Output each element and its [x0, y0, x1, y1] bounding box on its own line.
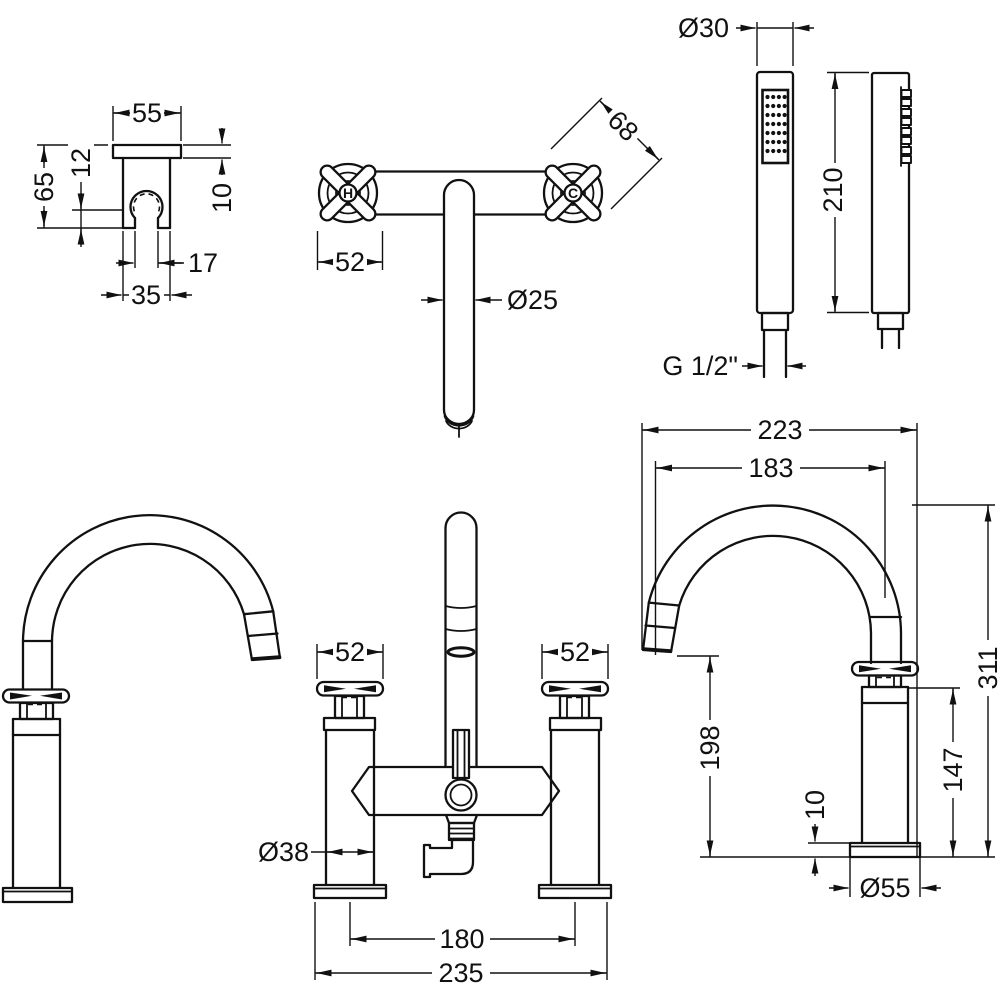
- spout-plan: [442, 178, 476, 426]
- view-handset: Ø30 210 G 1/2": [662, 13, 912, 381]
- mixer-body-bar: [350, 765, 561, 817]
- dim-front-column-diameter: Ø38: [258, 837, 309, 867]
- bracket-plate: [111, 143, 183, 160]
- view-side-right: 223 183 311 198 147: [641, 415, 1000, 903]
- bracket-hidden-circle: [132, 193, 161, 212]
- view-side-left: [1, 514, 282, 904]
- spout-outlet-front: [446, 646, 476, 658]
- dim-front-overall-width: 235: [438, 958, 483, 988]
- dim-side-base-diameter: Ø55: [859, 873, 910, 903]
- dim-handset-length: 210: [818, 167, 848, 212]
- bracket-hook: [129, 189, 164, 220]
- dim-bracket-width: 55: [132, 98, 162, 128]
- handset-spray-nozzles: [765, 94, 787, 154]
- hose-outlet-elbow: [422, 838, 475, 879]
- handset-side-nozzles: [900, 89, 912, 164]
- spout-outlet-face: [250, 655, 282, 661]
- hot-handle: H: [317, 162, 379, 224]
- dim-front-left-handle-width: 52: [335, 637, 365, 667]
- cold-indicator: C: [568, 185, 578, 201]
- base-flange-side-right: [848, 841, 922, 859]
- dim-bracket-plate-thickness: 10: [207, 183, 237, 213]
- dim-front-tap-centres: 180: [439, 924, 484, 954]
- dim-plan-handle-diagonal: 68: [602, 105, 644, 147]
- view-wall-bracket: 55 65 12 10 17: [29, 98, 237, 310]
- dim-side-overall-reach: 223: [757, 415, 802, 445]
- dim-plan-handle-width: 52: [335, 247, 365, 277]
- dim-side-spout-outlet-height: 198: [695, 725, 725, 770]
- view-plan: H C 52 68 Ø25: [316, 97, 663, 438]
- handset-spray-face: [761, 88, 790, 165]
- dim-bracket-height: 65: [29, 172, 59, 202]
- cold-handle: C: [542, 162, 604, 224]
- dim-bracket-body-width: 35: [131, 280, 161, 310]
- base-flange-left-view: [1, 886, 74, 904]
- spout-gooseneck-right: [641, 504, 903, 665]
- dim-side-overall-height: 311: [973, 646, 1000, 689]
- dim-handset-head-diameter: Ø30: [678, 13, 729, 43]
- dim-plan-spout-diameter: Ø25: [507, 285, 558, 315]
- handset-front-nut: [760, 311, 790, 332]
- hot-indicator: H: [343, 185, 353, 201]
- handset-side-nut: [876, 311, 905, 331]
- diverter-stem: [451, 728, 471, 780]
- spout-gooseneck-left: [21, 514, 282, 690]
- dim-side-column-height: 147: [938, 747, 968, 792]
- view-front: 52 52 Ø38 180 235: [258, 511, 613, 988]
- dim-handset-thread: G 1/2": [662, 351, 738, 381]
- base-flange-front-right: [537, 883, 613, 900]
- base-flange-front-left: [312, 883, 388, 900]
- spout-outlet-face-right: [641, 647, 673, 653]
- dim-front-right-handle-width: 52: [560, 637, 590, 667]
- dim-bracket-hook-offset: 12: [66, 148, 96, 178]
- dim-side-base-thickness: 10: [800, 790, 830, 820]
- dim-bracket-slot-width: 17: [188, 248, 218, 278]
- dim-side-spout-reach: 183: [748, 453, 793, 483]
